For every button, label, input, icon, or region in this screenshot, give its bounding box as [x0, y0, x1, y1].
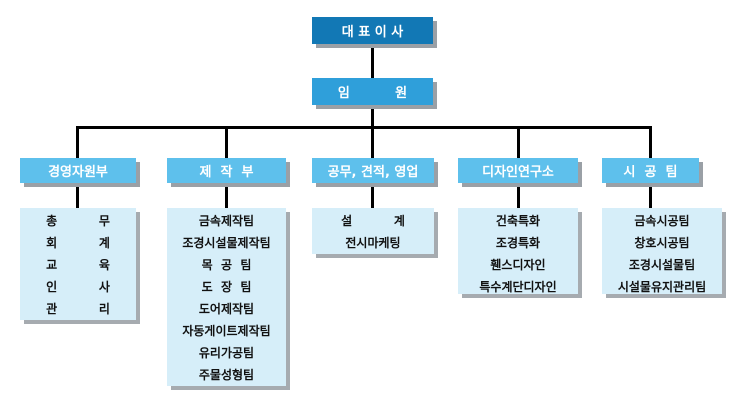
- team-item: 창호시공팀: [634, 236, 690, 250]
- team-item: 인 사: [46, 280, 110, 294]
- team-item: 유리가공팀: [198, 346, 255, 360]
- connector-panel-0: [76, 183, 79, 208]
- team-item: 주물성형팀: [198, 368, 255, 382]
- panel-sales: 설 계 전시마케팅: [312, 208, 434, 254]
- panel-management: 총 무 회 계 교 육 인 사 관 리: [20, 208, 136, 320]
- dept-box-construction: 시 공 팀: [602, 158, 699, 183]
- dept-label: 제 작 부: [199, 165, 254, 180]
- team-item: 건축특화: [495, 214, 541, 228]
- executive-box: 임 원: [312, 78, 433, 105]
- dept-box-sales: 공무, 견적, 영업: [312, 158, 434, 183]
- dept-label: 디자인연구소: [482, 165, 554, 180]
- team-item: 자동게이트제작팀: [182, 324, 271, 338]
- team-item: 목 공 팀: [201, 258, 252, 272]
- connector-panel-4: [649, 183, 652, 208]
- dept-label: 시 공 팀: [623, 165, 678, 180]
- dept-label: 공무, 견적, 영업: [327, 165, 419, 180]
- ceo-box: 대 표 이 사: [312, 17, 433, 44]
- team-item: 조경특화: [495, 236, 541, 250]
- connector-dept-3: [517, 126, 520, 158]
- team-item: 도어제작팀: [198, 302, 255, 316]
- connector-panel-2: [371, 183, 374, 208]
- team-item: 특수계단디자인: [479, 280, 557, 294]
- team-item: 도 장 팀: [201, 280, 252, 294]
- team-item: 금속제작팀: [198, 214, 255, 228]
- team-item: 조경시설물제작팀: [182, 236, 271, 250]
- team-item: 교 육: [46, 258, 110, 272]
- connector-dept-2: [371, 126, 374, 158]
- connector-panel-3: [517, 183, 520, 208]
- panel-design-lab: 건축특화 조경특화 휀스디자인 특수계단디자인: [458, 208, 578, 294]
- team-item: 관 리: [46, 302, 110, 316]
- team-item: 시설물유지관리팀: [617, 280, 707, 294]
- panel-production: 금속제작팀 조경시설물제작팀 목 공 팀 도 장 팀 도어제작팀 자동게이트제작…: [167, 208, 286, 386]
- connector-ceo-exec: [371, 44, 374, 78]
- dept-box-design-lab: 디자인연구소: [458, 158, 578, 183]
- team-item: 설 계: [341, 214, 405, 228]
- team-item: 휀스디자인: [490, 258, 546, 272]
- panel-construction: 금속시공팀 창호시공팀 조경시설물팀 시설물유지관리팀: [602, 208, 722, 294]
- team-item: 회 계: [46, 236, 110, 250]
- dept-box-production: 제 작 부: [167, 158, 286, 183]
- dept-label: 경영자원부: [48, 165, 108, 180]
- connector-dept-0: [76, 126, 79, 158]
- connector-panel-1: [225, 183, 228, 208]
- team-item: 총 무: [46, 214, 110, 228]
- connector-dept-4: [649, 126, 652, 158]
- connector-dept-1: [225, 126, 228, 158]
- connector-bus: [76, 126, 652, 129]
- team-item: 전시마케팅: [345, 236, 401, 250]
- ceo-label: 대 표 이 사: [341, 25, 404, 40]
- executive-label: 임 원: [337, 86, 408, 101]
- dept-box-management: 경영자원부: [20, 158, 136, 183]
- connector-exec-bus: [371, 105, 374, 127]
- team-item: 조경시설물팀: [628, 258, 696, 272]
- team-item: 금속시공팀: [634, 214, 690, 228]
